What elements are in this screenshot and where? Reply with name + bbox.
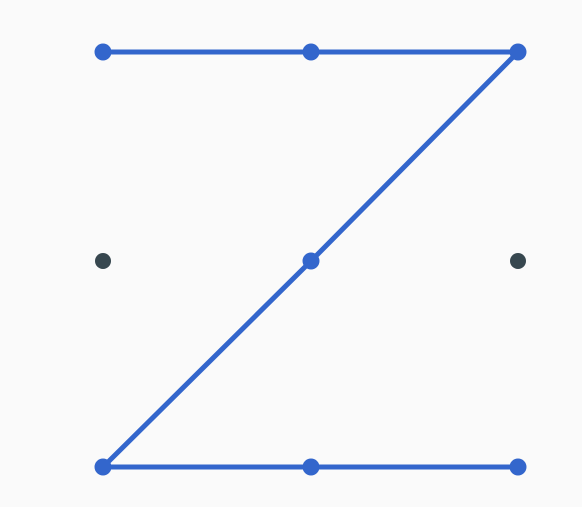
pattern-dot-1-selected[interactable] [94, 43, 112, 61]
pattern-dot-8-selected[interactable] [302, 458, 320, 476]
pattern-dot-7-selected[interactable] [94, 458, 112, 476]
pattern-dots [94, 43, 527, 476]
pattern-dot-3-selected[interactable] [509, 43, 527, 61]
pattern-dot-9-selected[interactable] [509, 458, 527, 476]
pattern-dot-6[interactable] [510, 253, 526, 269]
pattern-dot-4[interactable] [95, 253, 111, 269]
pattern-dot-5-selected[interactable] [302, 252, 320, 270]
pattern-dot-2-selected[interactable] [302, 43, 320, 61]
